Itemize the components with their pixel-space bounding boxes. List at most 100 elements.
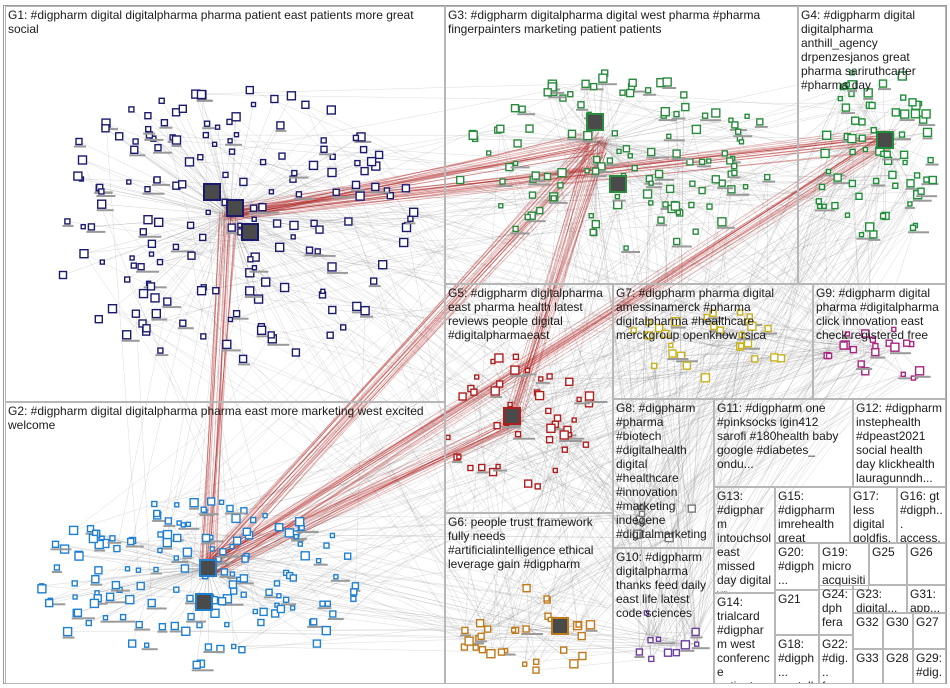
edge (563, 312, 741, 651)
node (238, 354, 248, 364)
edge (200, 426, 520, 569)
node-caption (144, 138, 164, 141)
node (45, 598, 54, 608)
edge (527, 141, 599, 218)
edge (696, 346, 741, 645)
node-caption (856, 368, 873, 370)
node (147, 598, 156, 608)
node-caption (726, 193, 750, 196)
edge (709, 316, 750, 346)
edge (363, 149, 697, 645)
edge (162, 567, 209, 627)
node (164, 517, 173, 525)
node (340, 324, 347, 331)
node (643, 610, 650, 616)
edge (641, 87, 843, 515)
node (278, 152, 286, 160)
node-caption (506, 425, 522, 427)
edge (506, 171, 829, 424)
edge (229, 149, 325, 216)
node (276, 604, 286, 614)
node (879, 212, 887, 220)
edge (301, 351, 876, 528)
edge (216, 146, 894, 574)
edge (555, 470, 578, 626)
group-g23: G23: digital... goldfis... (853, 585, 907, 613)
node (851, 116, 860, 125)
edge (569, 434, 686, 645)
node-caption (152, 183, 171, 186)
group-g1: G1: #digpharm digital digitalpharma phar… (5, 6, 445, 402)
node (252, 608, 259, 615)
edge (55, 175, 536, 545)
edge (258, 298, 660, 329)
edge (537, 226, 870, 487)
node (524, 367, 531, 374)
node (329, 532, 336, 539)
edge (110, 567, 209, 598)
node (534, 390, 545, 401)
group-label: G24: dph fera (822, 587, 849, 629)
node (227, 223, 236, 232)
edge (597, 141, 725, 154)
edge (236, 142, 605, 216)
node-caption (182, 557, 193, 560)
node-caption (590, 175, 607, 178)
edge (597, 141, 693, 184)
node (654, 169, 664, 179)
edge (207, 567, 243, 650)
edge (639, 345, 876, 520)
edge (668, 136, 852, 139)
edge (199, 141, 591, 565)
edge (199, 179, 716, 626)
node-caption (736, 338, 756, 341)
edge (207, 521, 300, 569)
node (700, 373, 711, 383)
node (898, 131, 906, 138)
edge (199, 143, 605, 577)
group-label: G8: #digpharm #pharma #biotech #digitalh… (616, 401, 707, 541)
node (89, 598, 100, 609)
node-caption (701, 320, 721, 323)
node (87, 223, 96, 231)
node (533, 658, 540, 665)
node (202, 131, 210, 139)
edge (488, 72, 853, 154)
edge (131, 214, 231, 259)
node (144, 125, 152, 133)
edge (540, 333, 666, 380)
node (691, 124, 702, 135)
node-caption (912, 199, 932, 202)
node (927, 156, 934, 164)
edge (185, 631, 651, 641)
group-label: G6: people trust framework fully needs #… (448, 515, 594, 571)
node (172, 243, 180, 251)
node (171, 135, 182, 145)
node-caption (351, 311, 364, 314)
node (486, 150, 492, 156)
node (644, 87, 652, 94)
edge (646, 537, 670, 614)
node-caption (186, 620, 207, 623)
node (182, 547, 193, 557)
node-caption (882, 158, 901, 161)
edge (222, 551, 697, 645)
edge (617, 204, 669, 653)
node (189, 498, 199, 508)
node (756, 118, 764, 126)
edge (254, 256, 488, 630)
edge (668, 194, 918, 538)
edge (207, 533, 296, 569)
node (903, 339, 911, 347)
node (522, 661, 528, 667)
node (276, 593, 282, 599)
node-caption (368, 285, 381, 288)
edge (665, 333, 711, 346)
group-label: G15: #digpharm imrehealth great digital.… (778, 489, 835, 543)
edge (667, 333, 866, 653)
edge (487, 537, 670, 630)
node (673, 237, 681, 246)
edge (151, 243, 476, 648)
node (902, 159, 908, 166)
edge (675, 321, 711, 346)
